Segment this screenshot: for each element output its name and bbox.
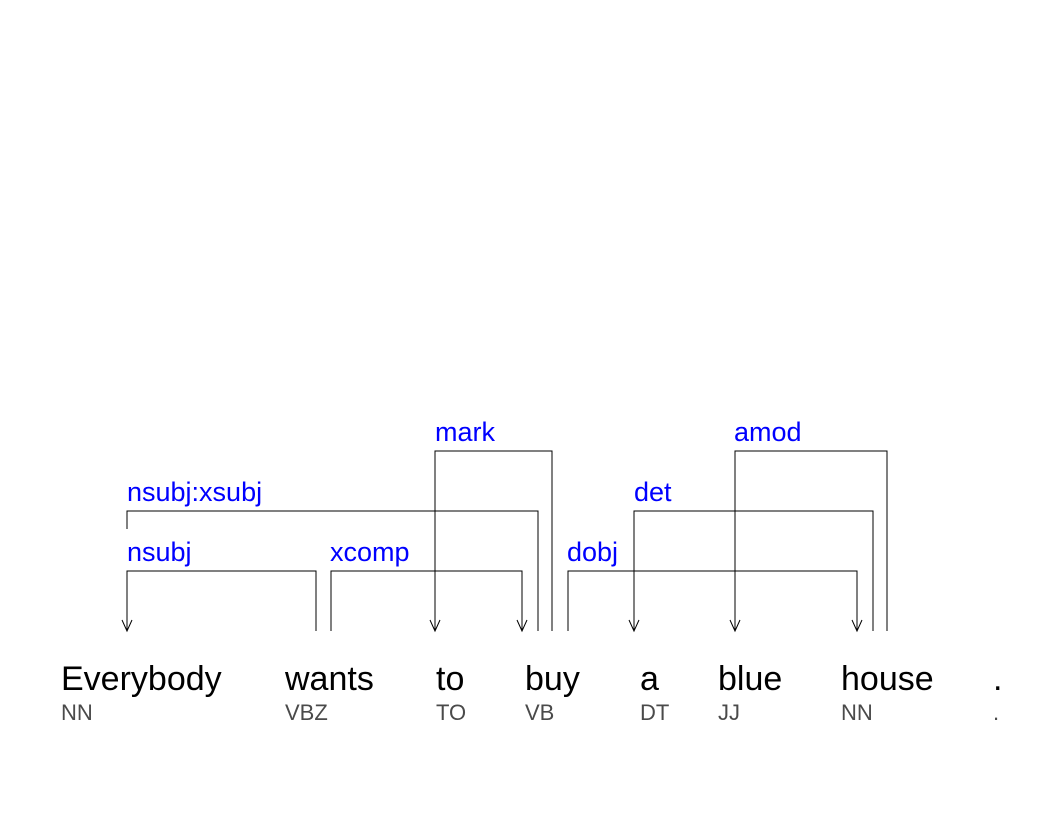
token-tag: VB [525,700,554,725]
arc-label-det: det [634,477,672,507]
arc-xcomp: xcomp [330,537,528,633]
token-tag: . [993,700,999,725]
token-tag: VBZ [285,700,328,725]
token-wants: wants VBZ [284,660,374,725]
arc-det: det [628,477,874,633]
token-tag: JJ [718,700,740,725]
token-tag: TO [436,700,466,725]
token-period: . . [993,660,1002,725]
arc-label-amod: amod [734,417,802,447]
arc-nsubj-xsubj: nsubj:xsubj [126,477,539,631]
token-word: Everybody [61,660,222,698]
token-word: a [640,660,659,698]
token-tag: NN [841,700,873,725]
token-word: house [841,660,934,698]
token-tag: NN [61,700,93,725]
token-word: to [436,660,464,698]
arc-label-dobj: dobj [567,537,618,567]
token-tag: DT [640,700,669,725]
token-word: buy [525,660,580,698]
token-buy: buy VB [525,660,580,725]
token-word: . [993,660,1002,698]
token-house: house NN [841,660,934,725]
token-word: wants [284,660,374,698]
arc-mark: mark [429,417,553,633]
arc-nsubj: nsubj [121,537,317,633]
token-to: to TO [436,660,466,725]
token-a: a DT [640,660,669,725]
arc-dobj: dobj [567,537,863,633]
arc-label-mark: mark [435,417,495,447]
token-word: blue [718,660,782,698]
arc-label-nsubj: nsubj [127,537,192,567]
token-blue: blue JJ [718,660,782,725]
arc-amod: amod [729,417,888,633]
token-everybody: Everybody NN [61,660,222,725]
arc-label-nsubj-xsubj: nsubj:xsubj [127,477,262,507]
arc-label-xcomp: xcomp [330,537,410,567]
